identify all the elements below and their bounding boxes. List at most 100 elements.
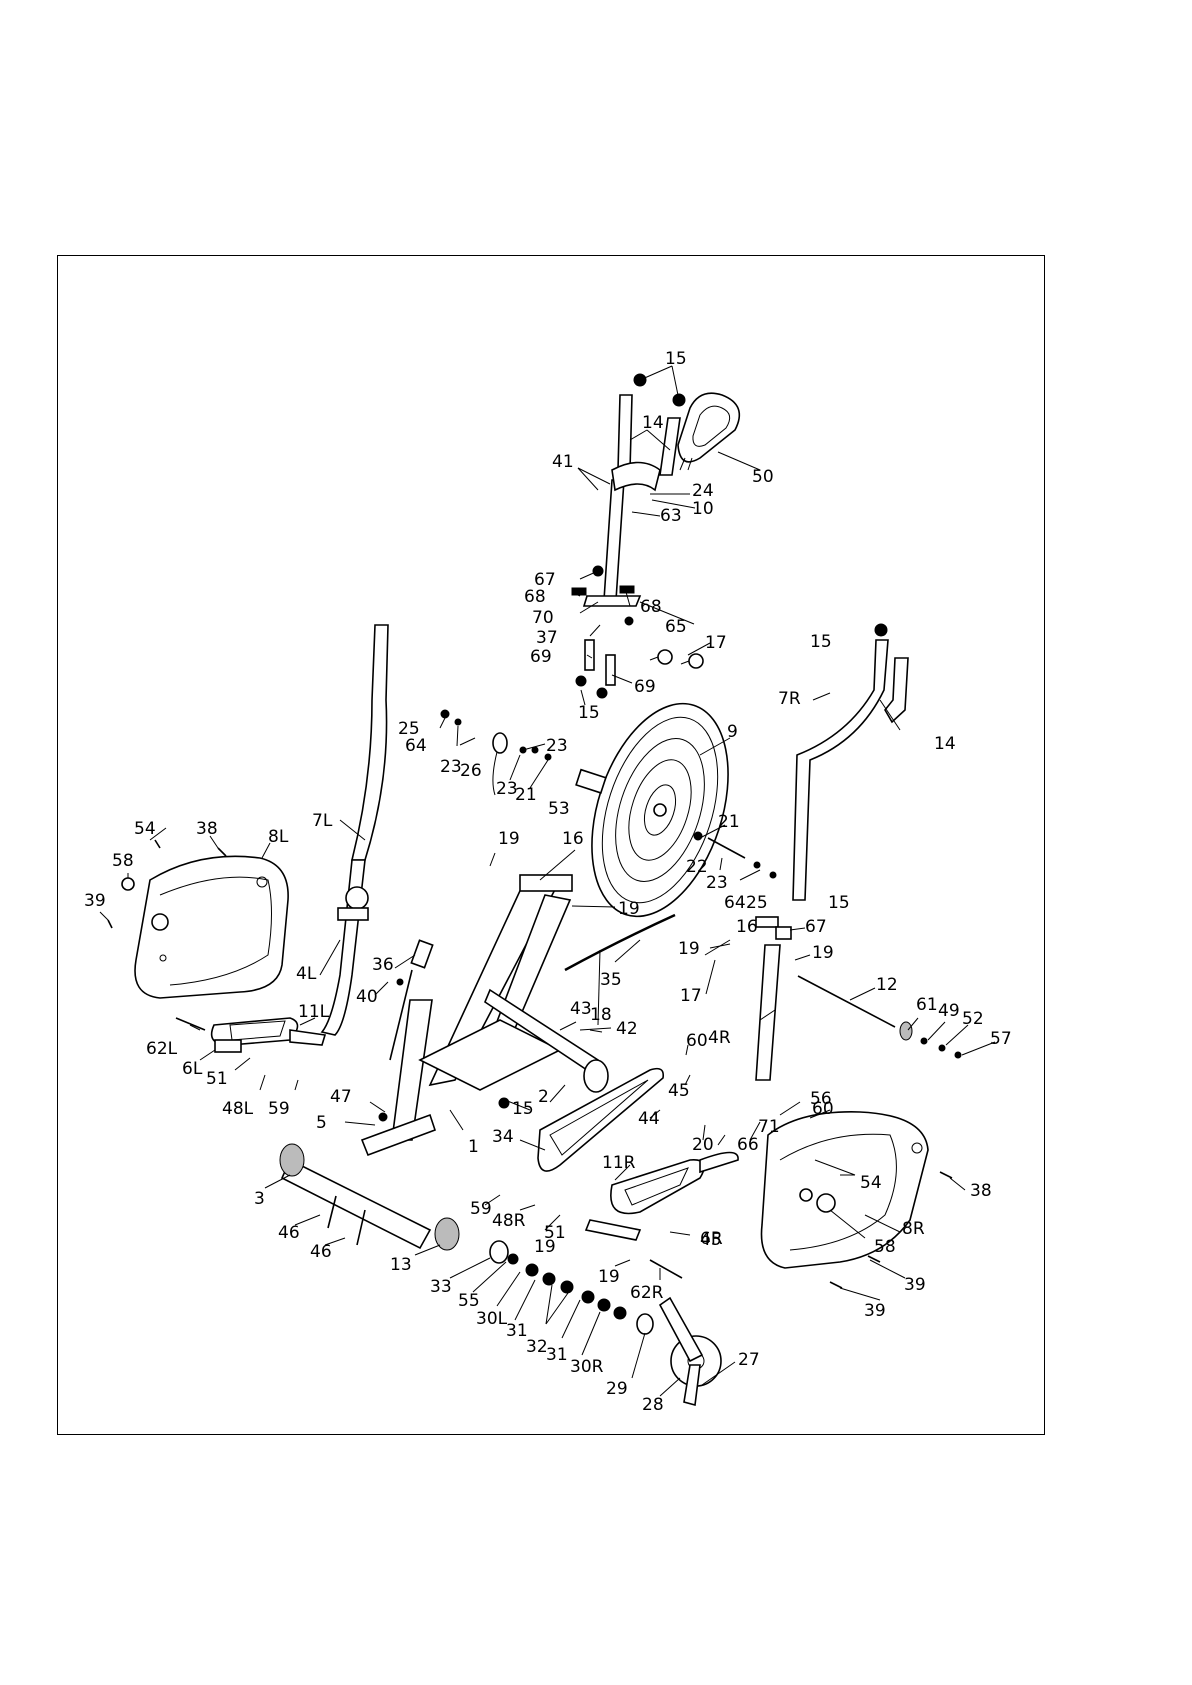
part-label: 41 [552, 452, 574, 472]
part-label: 69 [634, 677, 656, 697]
part-label: 23 [706, 873, 728, 893]
part-label: 71 [758, 1117, 780, 1137]
main-frame [360, 874, 609, 1157]
part-label: 36 [372, 955, 394, 975]
part-label: 43 [570, 999, 592, 1019]
part-label: 61 [916, 995, 938, 1015]
part-label: 40 [356, 987, 378, 1007]
part-label: 37 [536, 628, 558, 648]
part-label: 14 [642, 413, 664, 433]
part-label: 29 [606, 1379, 628, 1399]
part-label: 30L [476, 1309, 508, 1329]
tension-knob [389, 939, 434, 1061]
part-label: 17 [680, 986, 702, 1006]
right-handlebar [755, 623, 909, 1081]
part-label: 52 [962, 1009, 984, 1029]
part-label: 45 [700, 1230, 722, 1250]
part-label: 34 [492, 1127, 514, 1147]
part-label: 24 [692, 481, 714, 501]
part-label: 53 [548, 799, 570, 819]
part-label: 16 [736, 917, 758, 937]
part-label: 21 [718, 812, 740, 832]
part-label: 58 [874, 1237, 896, 1257]
part-label: 11R [602, 1153, 636, 1173]
part-label: 15 [810, 632, 832, 652]
rear-axle [797, 975, 962, 1059]
right-pedal [584, 1151, 739, 1279]
part-label: 46 [310, 1242, 332, 1262]
part-label: 38 [196, 819, 218, 839]
part-label: 12 [876, 975, 898, 995]
left-pedal [175, 1017, 327, 1053]
part-label: 46 [278, 1223, 300, 1243]
part-label: 68 [640, 597, 662, 617]
part-labels: 15 14 41 50 24 10 63 67 68 68 70 65 37 1… [84, 349, 1012, 1415]
drive-belt [537, 1067, 665, 1172]
part-label: 23 [546, 736, 568, 756]
part-label: 11L [298, 1002, 330, 1022]
part-label: 58 [112, 851, 134, 871]
diagram-frame [57, 255, 1045, 1435]
part-label: 26 [460, 761, 482, 781]
part-label: 42 [616, 1019, 638, 1039]
part-label: 19 [812, 943, 834, 963]
part-label: 7L [312, 811, 333, 831]
left-handlebar [320, 624, 389, 1036]
part-label: 7R [778, 689, 801, 709]
part-label: 25 [398, 719, 420, 739]
part-label: 39 [84, 891, 106, 911]
console-computer [677, 392, 741, 471]
part-label: 47 [330, 1087, 352, 1107]
part-label: 2 [538, 1087, 549, 1107]
part-label: 57 [990, 1029, 1012, 1049]
left-side-cover [107, 839, 289, 999]
part-label: 31 [546, 1345, 568, 1365]
part-label: 59 [268, 1099, 290, 1119]
part-label: 49 [938, 1001, 960, 1021]
part-label: 20 [692, 1135, 714, 1155]
part-label: 51 [206, 1069, 228, 1089]
part-label: 13 [390, 1255, 412, 1275]
part-label: 51 [544, 1223, 566, 1243]
part-label: 23 [440, 757, 462, 777]
part-label: 19 [678, 939, 700, 959]
part-label: 3 [254, 1189, 265, 1209]
part-label: 19 [598, 1267, 620, 1287]
leader-lines [99, 365, 996, 1397]
part-label: 56 [810, 1089, 832, 1109]
part-label: 70 [532, 608, 554, 628]
console-mast [571, 373, 704, 699]
right-side-cover [760, 1111, 953, 1289]
part-label: 62L [146, 1039, 178, 1059]
part-label: 64 [405, 736, 427, 756]
part-label: 19 [534, 1237, 556, 1257]
part-label: 50 [752, 467, 774, 487]
part-label: 6R [700, 1229, 723, 1249]
part-label: 15 [578, 703, 600, 723]
part-label: 64 [724, 893, 746, 913]
part-label: 68 [524, 587, 546, 607]
part-label: 4L [296, 964, 317, 984]
part-label: 31 [506, 1321, 528, 1341]
part-label: 62R [630, 1283, 664, 1303]
part-label: 17 [705, 633, 727, 653]
part-label: 8L [268, 827, 289, 847]
part-label: 32 [526, 1337, 548, 1357]
part-label: 60 [812, 1099, 834, 1119]
part-label: 54 [134, 819, 156, 839]
part-label: 48R [492, 1211, 526, 1231]
part-label: 22 [686, 857, 708, 877]
part-label: 30R [570, 1357, 604, 1377]
front-stabilizer [279, 1143, 460, 1251]
part-label: 67 [805, 917, 827, 937]
part-label: 48L [222, 1099, 254, 1119]
flywheel [575, 702, 729, 918]
part-label: 21 [515, 785, 537, 805]
cable [564, 913, 676, 972]
part-label: 1 [468, 1137, 479, 1157]
part-label: 66 [737, 1135, 759, 1155]
crank-assembly [489, 1240, 722, 1407]
part-label: 39 [864, 1301, 886, 1321]
part-label: 67 [534, 570, 556, 590]
part-label: 65 [665, 617, 687, 637]
